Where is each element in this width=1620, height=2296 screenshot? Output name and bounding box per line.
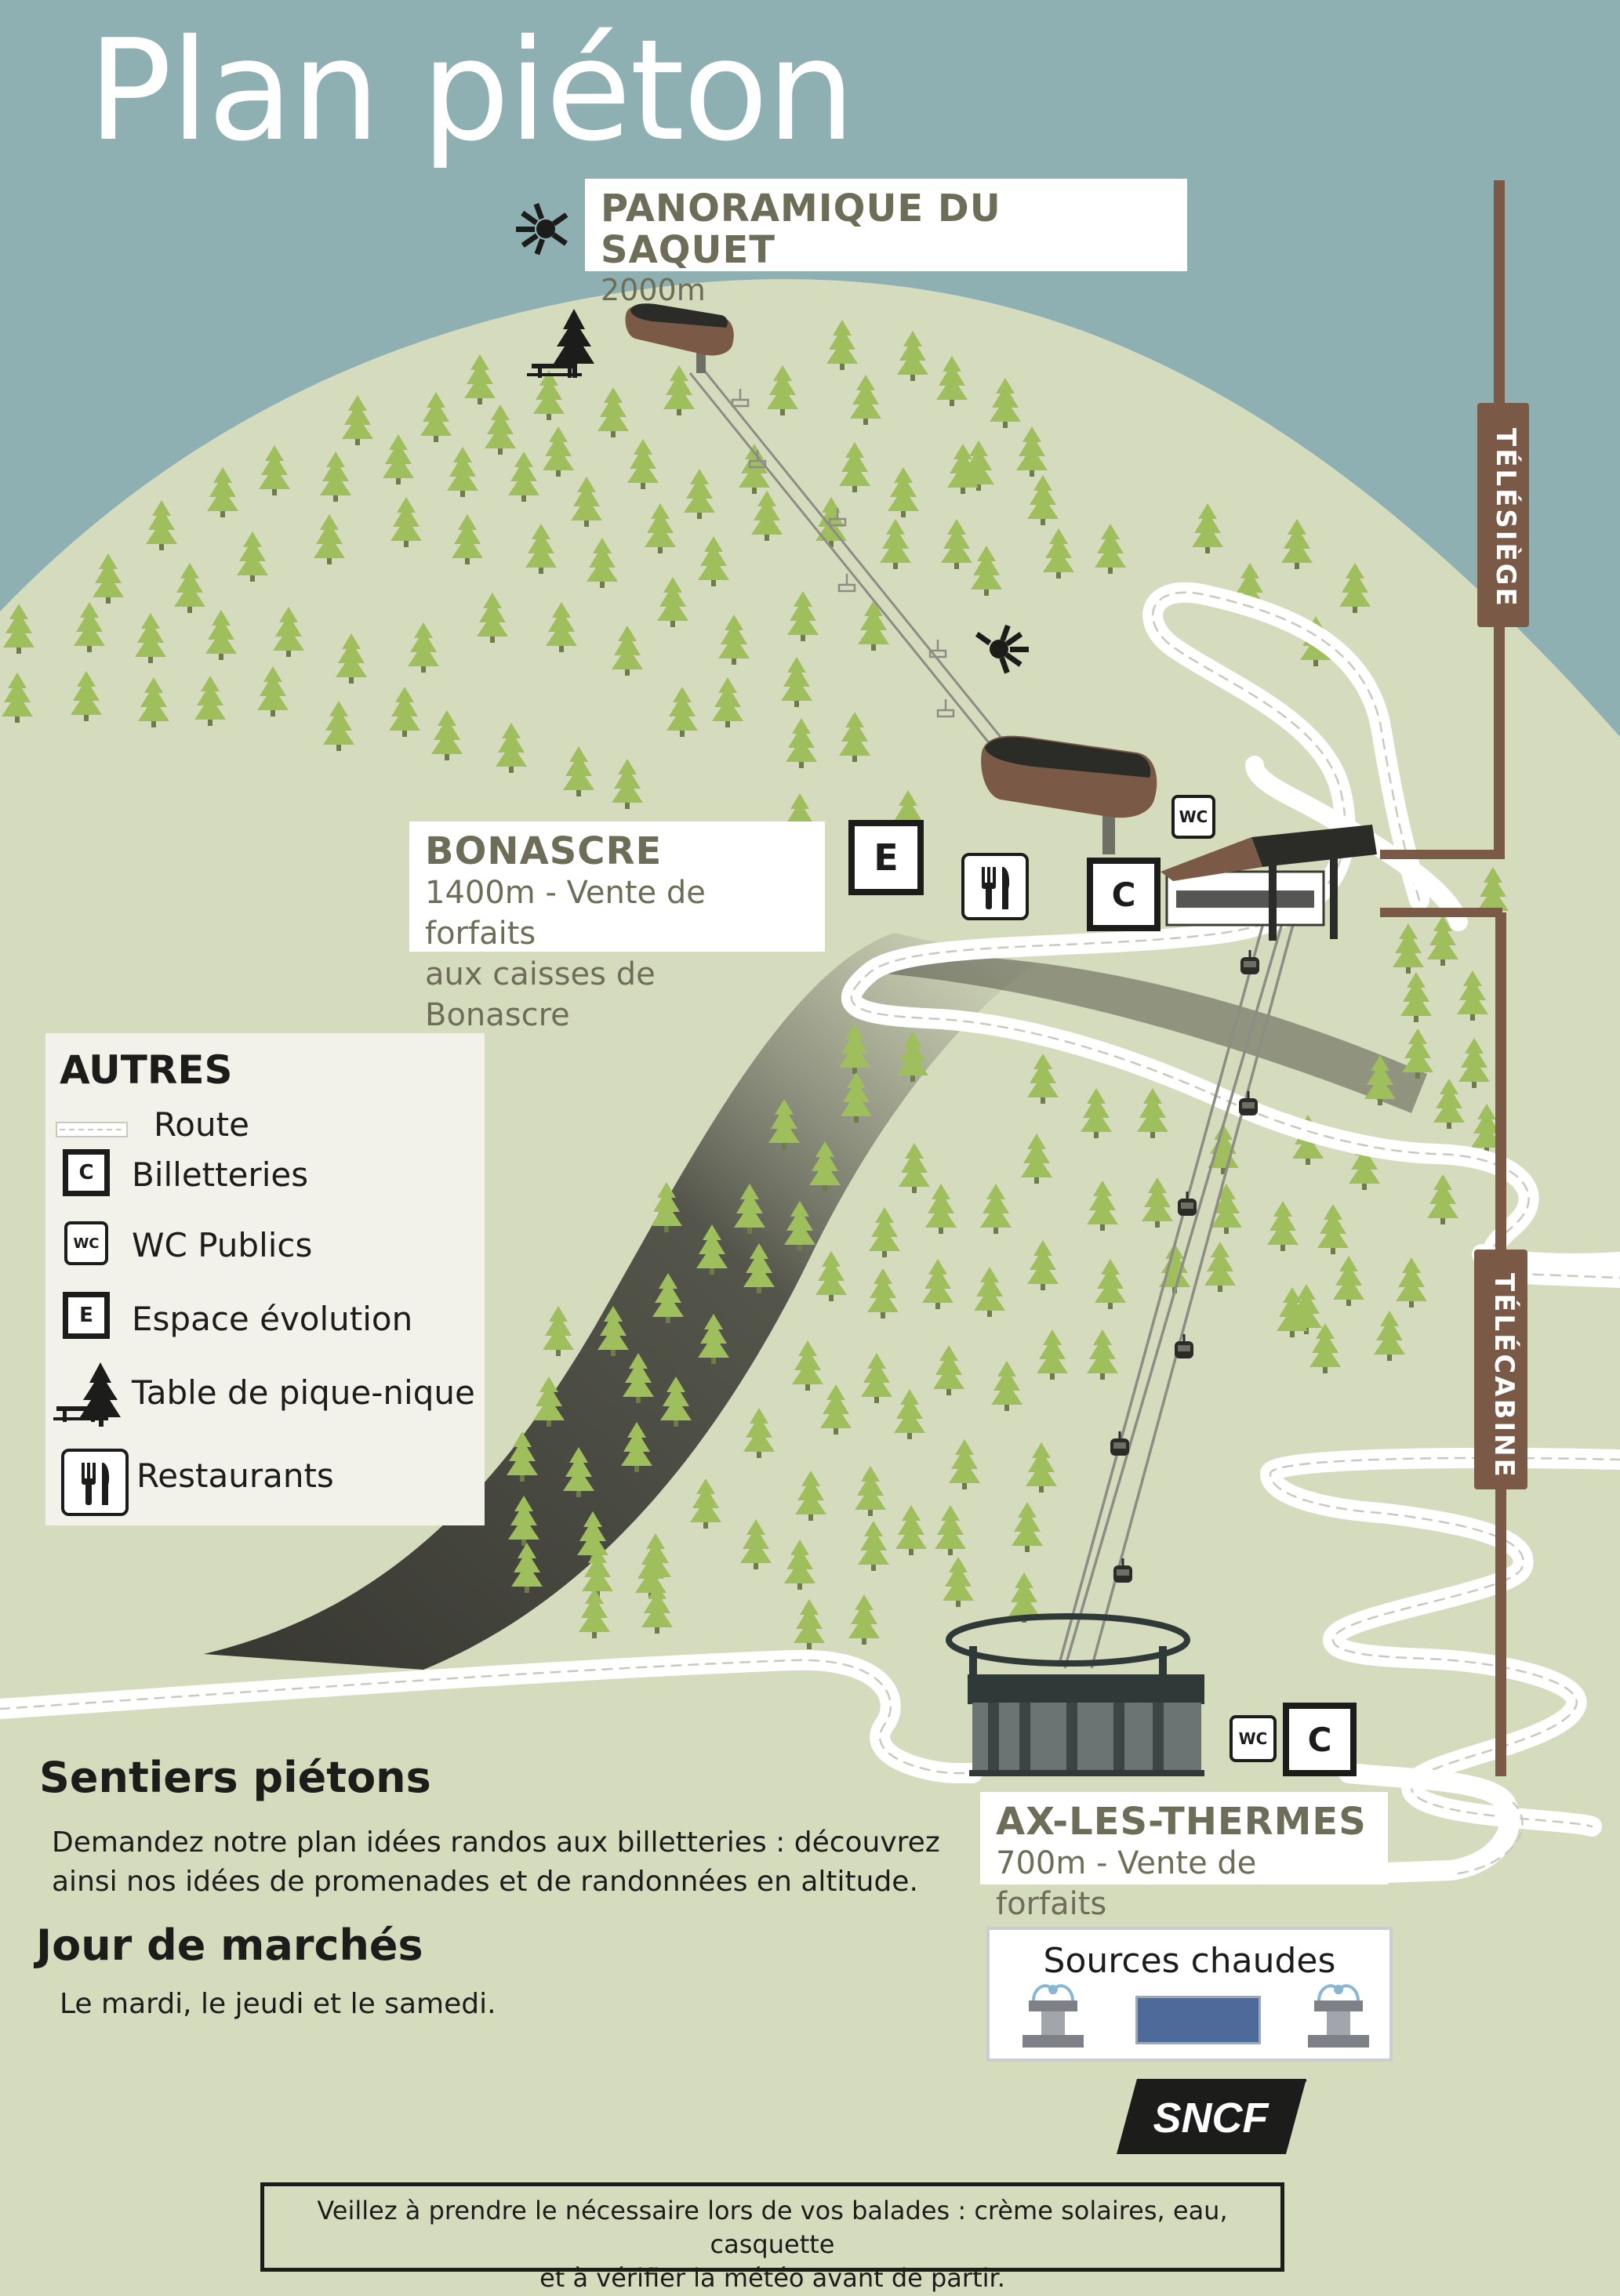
valley-shadow [204, 933, 1035, 1670]
evolution-icon: E [63, 1292, 110, 1339]
notice-line1: Veillez à prendre le nécessaire lors de … [317, 2196, 1228, 2260]
ax-station [946, 1613, 1204, 1776]
hot-springs-title: Sources chaudes [1043, 1941, 1336, 1981]
evolution-icon: E [848, 820, 924, 895]
wc-icon-ax: WC [1230, 1715, 1277, 1762]
bonascre-line1: 1400m - Vente de forfaits [425, 874, 706, 952]
ticket-icon-letter: C [1111, 875, 1136, 914]
ticket-icon-letter: C [1307, 1720, 1332, 1759]
saquet-label: PANORAMIQUE DU SAQUET 2000m [585, 179, 1187, 307]
ax-name: AX-LES-THERMES [996, 1800, 1367, 1844]
bonascre-line2: aux caisses de Bonascre [425, 956, 656, 1033]
sentiers-line2: ainsi nos idées de promenades et de rand… [52, 1866, 918, 1899]
marches-text: Le mardi, le jeudi et le samedi. [60, 1988, 496, 2020]
wc-icon-text: WC [1238, 1729, 1268, 1748]
legend-label-restaurant: Restaurants [136, 1456, 334, 1495]
telecabine-label: TÉLÉCABINE [1488, 1273, 1520, 1479]
legend-label-picnic: Table de pique-nique [132, 1373, 475, 1412]
sncf-logo: SNCF [1117, 2079, 1307, 2154]
telecabine-line [1380, 908, 1527, 1776]
hot-springs-box: Sources chaudes [986, 1927, 1393, 2062]
picnic-icon [53, 1362, 121, 1427]
sncf-logo-text: SNCF [1153, 2095, 1270, 2142]
legend-label-evolution: Espace évolution [132, 1300, 413, 1338]
legend: AUTRES Route C Billetteries WC WC Public… [45, 1033, 485, 1525]
sentiers-title: Sentiers piétons [39, 1753, 431, 1802]
viewpoint-icon [975, 624, 1029, 674]
bonascre-building [1161, 825, 1377, 941]
ax-line1: 700m - Vente de forfaits [996, 1844, 1257, 1922]
fountain-icon [1022, 1984, 1084, 2048]
page-title: Plan piéton [88, 9, 855, 172]
ridge-shadow [863, 955, 1427, 1113]
fork-knife-icon [982, 867, 1010, 909]
bonascre-name: BONASCRE [425, 829, 663, 873]
wc-icon-text: WC [73, 1235, 100, 1252]
legend-title: AUTRES [60, 1047, 233, 1093]
fork-knife-icon [82, 1463, 110, 1505]
hot-spring-pool [1135, 1996, 1261, 2044]
sentiers-text: Demandez notre plan idées randos aux bil… [52, 1823, 993, 1902]
ticket-icon-ax: C [1283, 1703, 1357, 1776]
ticket-icon-bonascre: C [1087, 858, 1161, 931]
restaurant-icon [61, 1449, 129, 1516]
evolution-icon-letter: E [79, 1304, 93, 1327]
road-icon [56, 1122, 128, 1137]
wc-icon-bonascre: WC [1171, 795, 1215, 839]
bonascre-chairlift-station [981, 735, 1157, 854]
fountain-icon [1308, 1984, 1369, 2048]
ticket-icon: C [63, 1149, 110, 1196]
sentiers-line1: Demandez notre plan idées randos aux bil… [52, 1826, 940, 1859]
viewpoint-icon [516, 203, 568, 256]
chairlift-cables [688, 368, 1015, 758]
picnic-icon [527, 309, 594, 378]
ax-label: AX-LES-THERMES 700m - Vente de forfaits [980, 1792, 1388, 1922]
gondola-cables [1057, 874, 1313, 1669]
restaurant-icon [961, 853, 1029, 920]
saquet-name: PANORAMIQUE DU SAQUET [601, 187, 1001, 272]
bonascre-label: BONASCRE 1400m - Vente de forfaits aux c… [409, 822, 825, 1033]
legend-label-ticket: Billetteries [132, 1155, 309, 1194]
safety-notice: Veillez à prendre le nécessaire lors de … [260, 2182, 1284, 2293]
notice-line2: et à vérifier la météo avant de partir. [539, 2263, 1005, 2294]
summit-station [625, 303, 734, 373]
legend-label-road: Route [154, 1105, 249, 1144]
wc-icon-text: WC [1179, 807, 1208, 826]
marches-title: Jour de marchés [36, 1921, 423, 1970]
telesiege-line [1380, 180, 1529, 859]
telesiege-label: TÉLÉSIÈGE [1490, 428, 1521, 608]
evolution-icon-letter: E [874, 836, 899, 879]
mountain [0, 279, 1620, 2283]
saquet-altitude: 2000m [601, 272, 706, 307]
wc-icon: WC [64, 1221, 108, 1265]
ticket-icon-letter: C [78, 1161, 94, 1184]
legend-label-wc: WC Publics [132, 1226, 313, 1264]
